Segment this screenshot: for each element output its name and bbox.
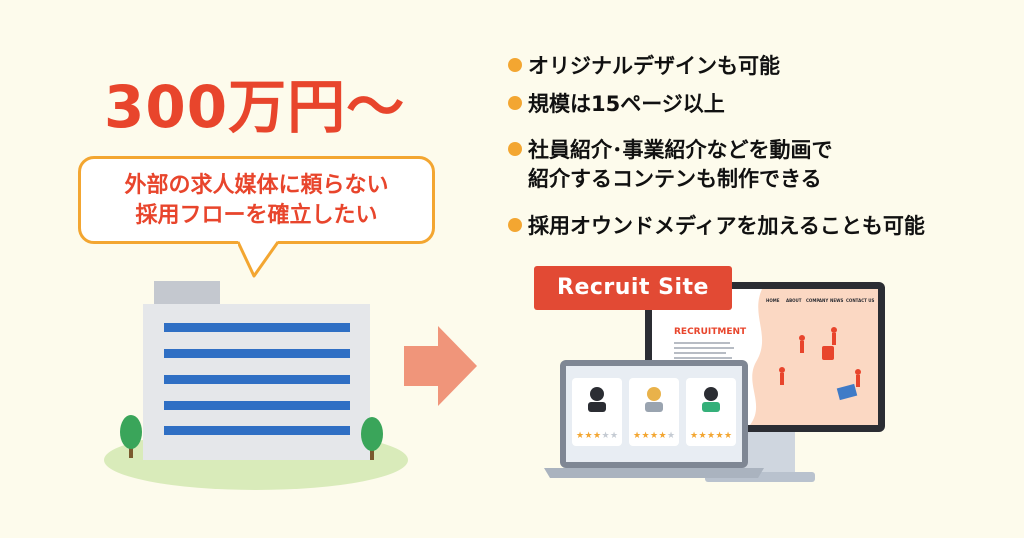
right-arrow-icon: [404, 326, 477, 406]
svg-text:ABOUT: ABOUT: [786, 298, 802, 303]
bubble-line-2: 採用フローを確立したい: [135, 203, 378, 228]
office-scene-icon: [779, 327, 861, 387]
star-empty-icon: ★: [610, 431, 618, 441]
recruit-site-label: Recruit Site: [557, 275, 709, 300]
star-filled-icon: ★: [642, 431, 650, 441]
svg-text:COMPANY: COMPANY: [806, 298, 828, 303]
monitor-heading: RECRUITMENT: [674, 327, 747, 337]
bullet-dot-icon: [508, 96, 522, 110]
star-filled-icon: ★: [576, 431, 584, 441]
star-filled-icon: ★: [724, 431, 732, 441]
star-filled-icon: ★: [633, 431, 641, 441]
feature-item-3: 社員紹介･事業紹介などを動画で 紹介するコンテンも制作できる: [508, 136, 833, 194]
star-filled-icon: ★: [707, 431, 715, 441]
star-filled-icon: ★: [716, 431, 724, 441]
feature-item-4: 採用オウンドメディアを加えることも可能: [508, 212, 925, 241]
bullet-dot-icon: [508, 142, 522, 156]
bullet-dot-icon: [508, 218, 522, 232]
bullet-dot-icon: [508, 58, 522, 72]
star-filled-icon: ★: [699, 431, 707, 441]
candidate-rating-stars: ★★★★★★★★★★★★★★★: [576, 431, 732, 441]
office-building-illustration: [104, 281, 408, 490]
star-filled-icon: ★: [659, 431, 667, 441]
star-empty-icon: ★: [667, 431, 675, 441]
svg-text:NEWS: NEWS: [830, 298, 843, 303]
recruit-site-tag: Recruit Site: [534, 266, 732, 310]
feature-item-2: 規模は15ページ以上: [508, 90, 725, 119]
svg-text:CONTACT US: CONTACT US: [846, 298, 875, 303]
devices-illustration: HOME ABOUT COMPANY NEWS CONTACT US RECRU…: [544, 282, 885, 482]
feature-item-1: オリジナルデザインも可能: [508, 52, 780, 81]
tree-right-icon: [361, 417, 383, 460]
star-filled-icon: ★: [585, 431, 593, 441]
price-heading: 300万円～: [104, 73, 406, 141]
star-filled-icon: ★: [593, 431, 601, 441]
bubble-line-1: 外部の求人媒体に頼らない: [124, 173, 389, 198]
candidate-card-2: [629, 378, 679, 446]
candidate-card-1: [572, 378, 622, 446]
roof-block: [154, 281, 220, 304]
star-empty-icon: ★: [602, 431, 610, 441]
svg-text:HOME: HOME: [766, 298, 780, 303]
monitor-nav: HOME ABOUT COMPANY NEWS CONTACT US: [766, 298, 875, 303]
speech-bubble-tail: [238, 241, 280, 278]
candidate-card-3: [686, 378, 736, 446]
speech-bubble: 外部の求人媒体に頼らない 採用フローを確立したい: [78, 156, 435, 244]
laptop: ★★★★★★★★★★★★★★★: [544, 360, 764, 478]
tree-left-icon: [120, 415, 142, 458]
star-filled-icon: ★: [650, 431, 658, 441]
building-window-stripes: [164, 323, 350, 435]
star-filled-icon: ★: [690, 431, 698, 441]
